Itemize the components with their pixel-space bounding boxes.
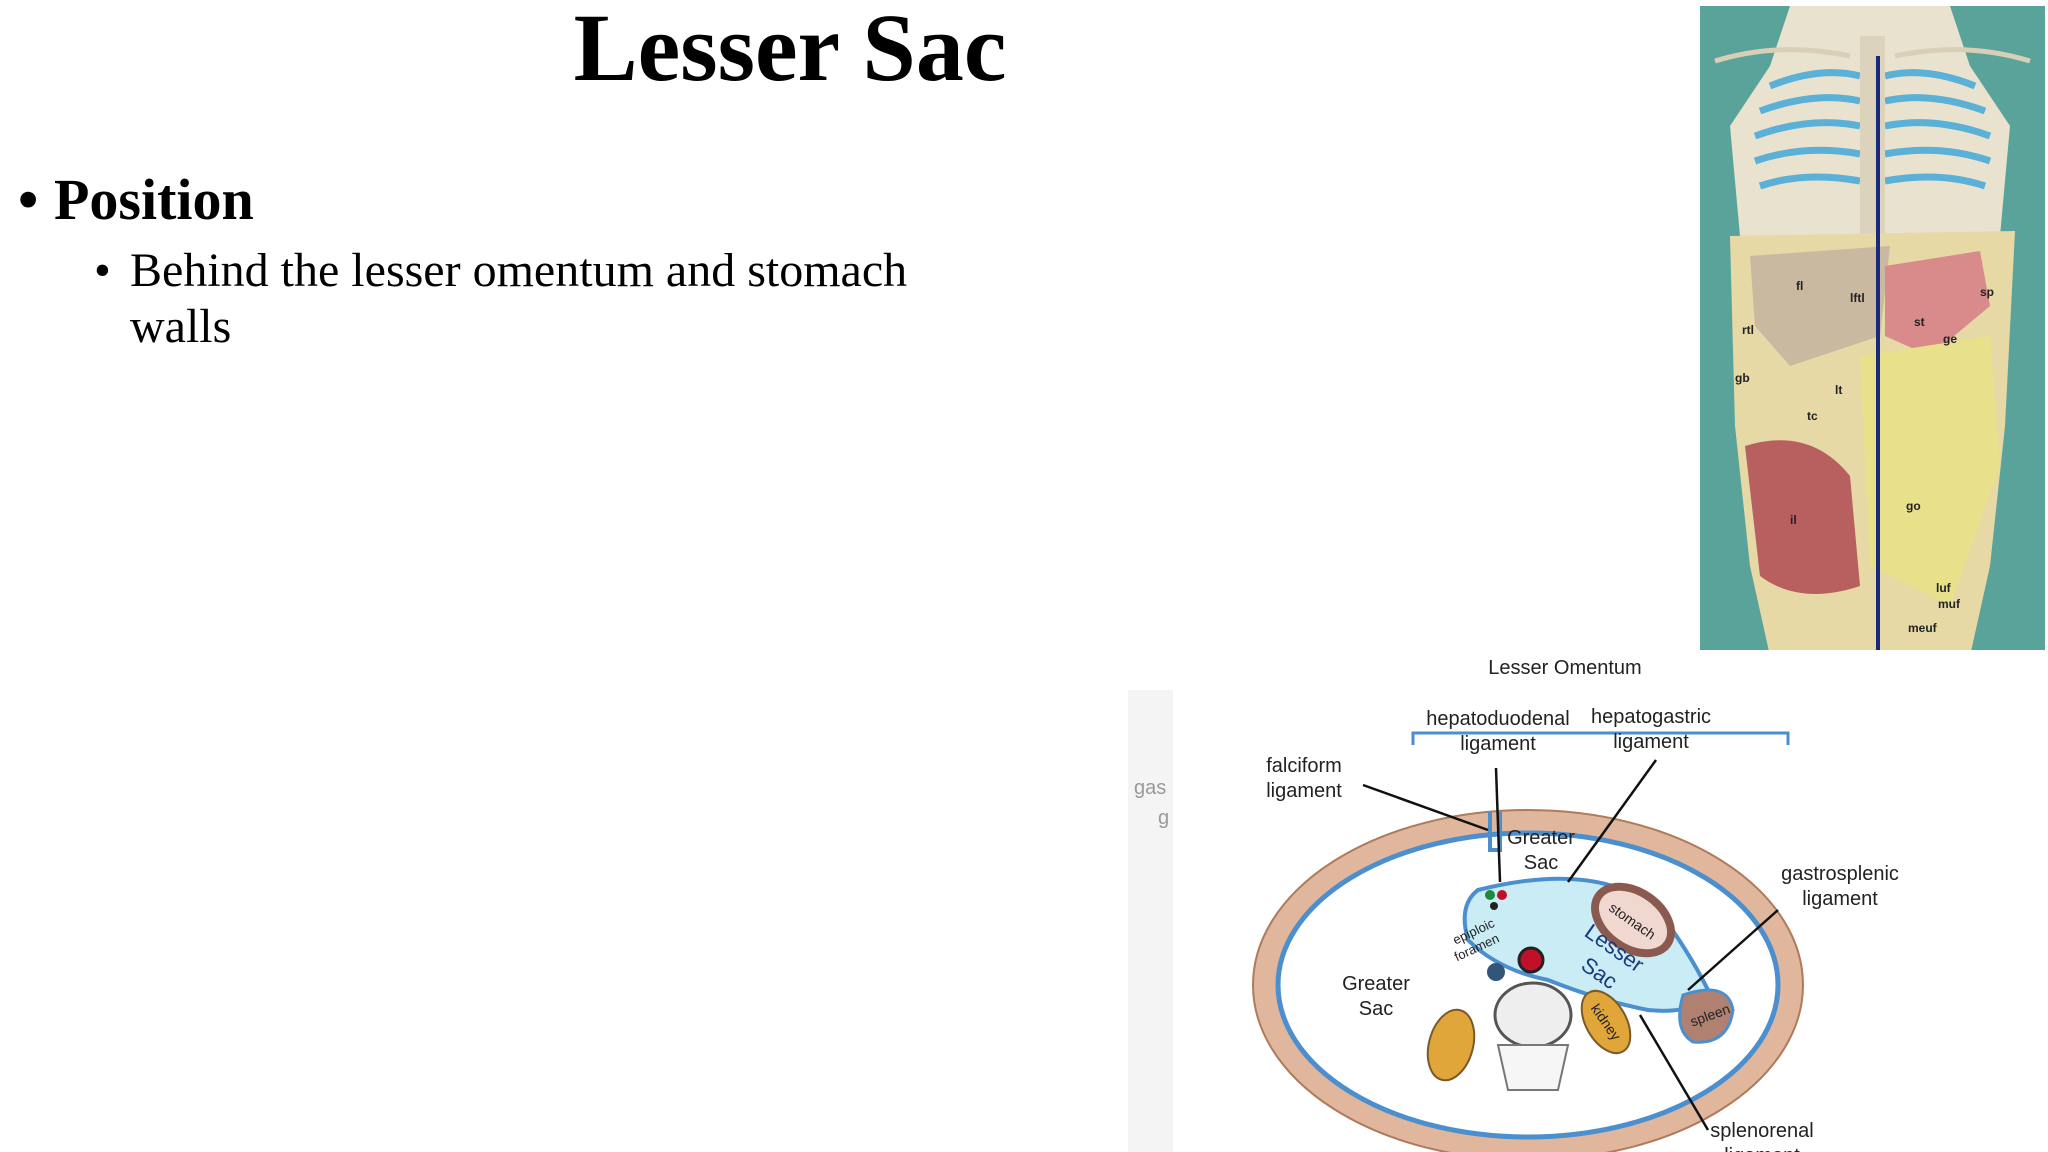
cropped-text-2: g [1158, 807, 1169, 829]
bullet-list: Position Behind the lesser omentum and s… [18, 165, 1018, 355]
label-greater-sac-top-1: Greater [1507, 827, 1575, 849]
label-splenorenal-2: ligament [1724, 1145, 1800, 1152]
bullet-subitem: Behind the lesser omentum and stomach wa… [18, 243, 990, 355]
label-gastrosplenic-2: ligament [1802, 888, 1878, 910]
label-falciform-1: falciform [1266, 755, 1342, 777]
cadaver-abdomen-photo: fl lftl sp st rtl ge gb lt tc go il luf … [1700, 6, 2045, 666]
label-lesser-omentum: Lesser Omentum [1488, 657, 1641, 679]
photo-label-rtl: rtl [1742, 323, 1754, 337]
label-gastrosplenic-1: gastrosplenic [1781, 863, 1899, 885]
label-greater-sac-top-2: Sac [1524, 852, 1558, 874]
label-hepatogastric-2: ligament [1613, 731, 1689, 753]
photo-label-luf: luf [1936, 581, 1952, 595]
photo-label-meuf: meuf [1908, 621, 1938, 635]
photo-label-go: go [1906, 499, 1921, 513]
cropped-text-1: gas [1134, 777, 1166, 799]
photo-label-fl: fl [1796, 279, 1803, 293]
label-greater-sac-left-2: Sac [1359, 998, 1393, 1020]
label-splenorenal-1: splenorenal [1710, 1120, 1813, 1142]
photo-label-muf: muf [1938, 597, 1961, 611]
label-falciform-2: ligament [1266, 780, 1342, 802]
label-greater-sac-left-1: Greater [1342, 973, 1410, 995]
label-hepatoduodenal-2: ligament [1460, 733, 1536, 755]
photo-label-sp: sp [1980, 285, 1994, 299]
photo-label-il: il [1790, 513, 1797, 527]
lesser-sac-cross-section-diagram: gas g Lesser Omentum hepatoduodenal liga… [1128, 650, 2048, 1152]
photo-label-lftl: lftl [1850, 291, 1865, 305]
photo-label-tc: tc [1807, 409, 1818, 423]
photo-label-ge: ge [1943, 332, 1957, 346]
photo-label-st: st [1914, 315, 1925, 329]
photo-label-lt: lt [1835, 383, 1842, 397]
label-hepatogastric-1: hepatogastric [1591, 706, 1711, 728]
slide-title: Lesser Sac [573, 0, 1007, 101]
photo-label-gb: gb [1735, 371, 1750, 385]
label-hepatoduodenal-1: hepatoduodenal [1426, 708, 1569, 730]
bullet-heading: Position [18, 165, 1018, 235]
